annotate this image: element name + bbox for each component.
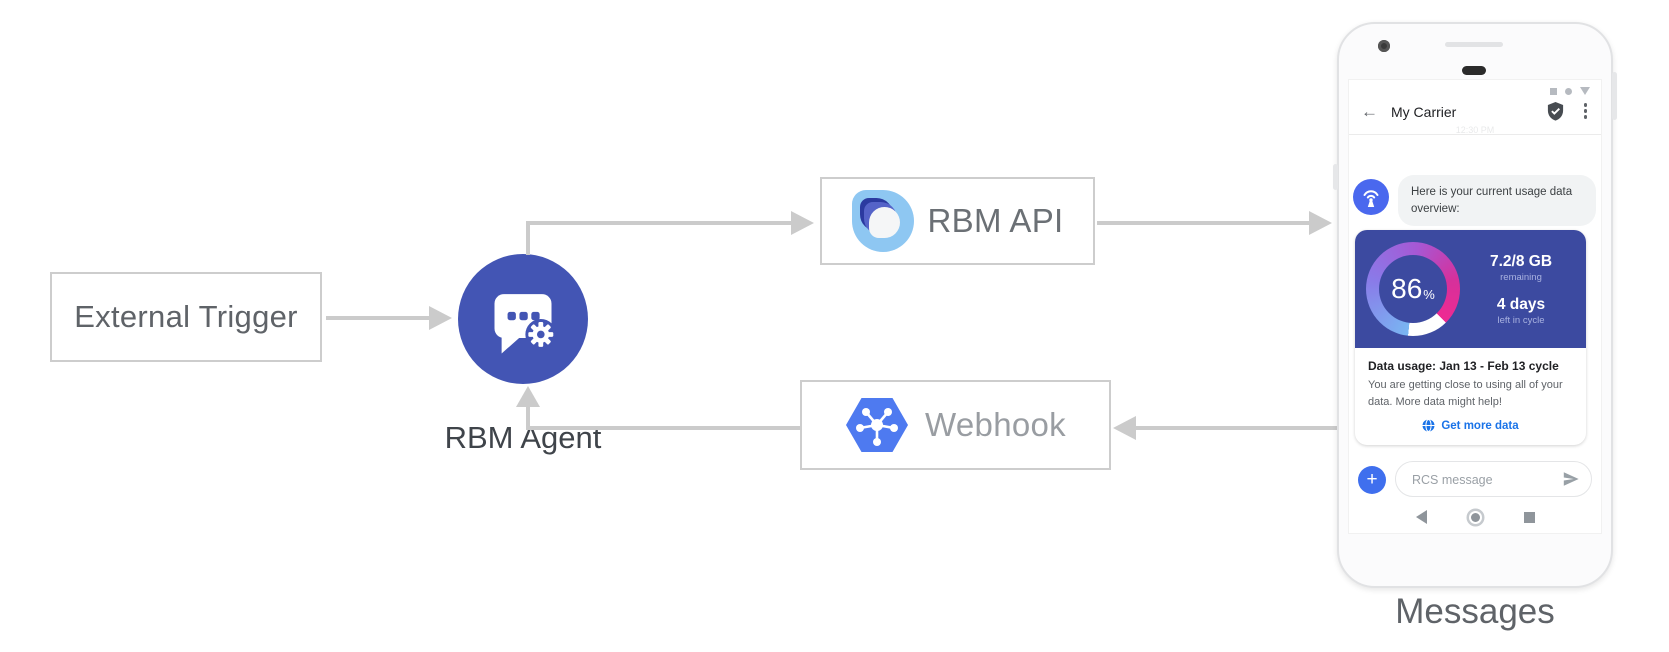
- arrow-agent-to-api-head: [791, 211, 814, 235]
- header-divider: [1349, 134, 1601, 135]
- back-arrow-icon[interactable]: ←: [1361, 102, 1378, 121]
- nav-recents-icon[interactable]: [1523, 511, 1535, 523]
- usage-card-visual: 86 % 7.2/8 GB remaining 4 days left in c…: [1355, 230, 1586, 348]
- usage-stats: 7.2/8 GB remaining 4 days left in cycle: [1460, 253, 1586, 326]
- cloud-pubsub-hexagon-icon: [846, 398, 909, 452]
- gear-icon: [525, 319, 557, 350]
- usage-card-body: You are getting close to using all of yo…: [1368, 379, 1563, 408]
- agent-message-row: Here is your current usage data overview…: [1353, 175, 1596, 227]
- phone-screen: ← My Carrier 12:30 PM: [1348, 79, 1602, 534]
- arrow-phone-to-webhook-head: [1113, 416, 1136, 440]
- external-trigger-node: External Trigger: [50, 272, 322, 362]
- status-triangle-icon: [1580, 87, 1590, 95]
- carrier-avatar: [1353, 179, 1389, 215]
- arrow-webhook-to-agent-vline: [526, 406, 530, 430]
- webhook-node: Webhook: [800, 380, 1111, 470]
- usage-percent: 86: [1391, 273, 1423, 304]
- usage-card-info: Data usage: Jan 13 - Feb 13 cycle You ar…: [1355, 348, 1586, 445]
- chat-bubble-gear-icon: [494, 294, 557, 354]
- external-trigger-label: External Trigger: [74, 299, 298, 334]
- status-dot-icon: [1565, 87, 1572, 95]
- android-navbar: [1349, 504, 1601, 530]
- arrow-agent-to-api-line: [526, 221, 792, 225]
- days-left-label: left in cycle: [1497, 314, 1545, 326]
- speaker-slot: [1445, 42, 1503, 47]
- rbm-api-node: RBM API: [820, 177, 1095, 265]
- arrow-agent-to-api-vline: [526, 224, 530, 255]
- arrow-api-to-phone-line: [1097, 221, 1310, 225]
- attach-plus-button[interactable]: +: [1358, 466, 1386, 494]
- phone-caption: Messages: [1395, 592, 1555, 631]
- usage-percent-sign: %: [1423, 286, 1435, 302]
- days-left-value: 4 days: [1496, 295, 1546, 313]
- earpiece: [1462, 66, 1486, 75]
- arrow-phone-to-webhook-line: [1134, 426, 1337, 430]
- status-bar: [1550, 87, 1590, 95]
- conversation-title: My Carrier: [1391, 104, 1457, 120]
- data-remaining-value: 7.2/8 GB: [1489, 252, 1553, 270]
- rbm-agent-label: RBM Agent: [444, 420, 602, 455]
- arrow-api-to-phone-head: [1309, 211, 1332, 235]
- usage-card: 86 % 7.2/8 GB remaining 4 days left in c…: [1355, 230, 1586, 445]
- arrow-webhook-to-agent-line: [526, 426, 800, 430]
- phone-volume-button: [1333, 164, 1338, 190]
- get-more-data-link[interactable]: Get more data: [1368, 419, 1573, 432]
- get-more-data-label: Get more data: [1441, 419, 1519, 432]
- data-remaining-label: remaining: [1500, 271, 1542, 283]
- rcs-message-input[interactable]: [1410, 463, 1544, 496]
- rbm-api-label: RBM API: [927, 202, 1064, 239]
- chat-bubble: Here is your current usage data overview…: [1398, 175, 1596, 227]
- usage-card-title: Data usage: Jan 13 - Feb 13 cycle: [1368, 359, 1559, 373]
- verified-shield-icon: [1546, 101, 1565, 127]
- arrow-external-to-agent-line: [326, 316, 430, 320]
- antenna-icon: [1363, 190, 1379, 207]
- status-square-icon: [1550, 87, 1557, 95]
- nav-back-icon[interactable]: [1415, 510, 1427, 524]
- phone-power-button: [1612, 72, 1617, 120]
- message-timestamp: 12:30 PM: [1455, 125, 1495, 135]
- rbm-agent-node: [458, 254, 588, 384]
- compose-bar: +: [1349, 461, 1601, 499]
- front-camera: [1378, 40, 1390, 52]
- arrow-webhook-to-agent-head: [516, 386, 540, 407]
- globe-icon: [1422, 419, 1435, 432]
- overflow-menu-icon[interactable]: [1583, 103, 1587, 119]
- rbm-api-logo-icon: [851, 190, 914, 252]
- phone-mockup: ← My Carrier 12:30 PM: [1333, 22, 1617, 588]
- nav-home-icon[interactable]: [1470, 512, 1480, 522]
- arrow-external-to-agent-head: [429, 306, 452, 330]
- send-icon[interactable]: [1562, 470, 1580, 493]
- conversation-header: ← My Carrier: [1349, 98, 1601, 134]
- webhook-label: Webhook: [925, 406, 1066, 443]
- usage-gauge: 86 %: [1366, 242, 1460, 336]
- message-input-pill: [1395, 461, 1592, 497]
